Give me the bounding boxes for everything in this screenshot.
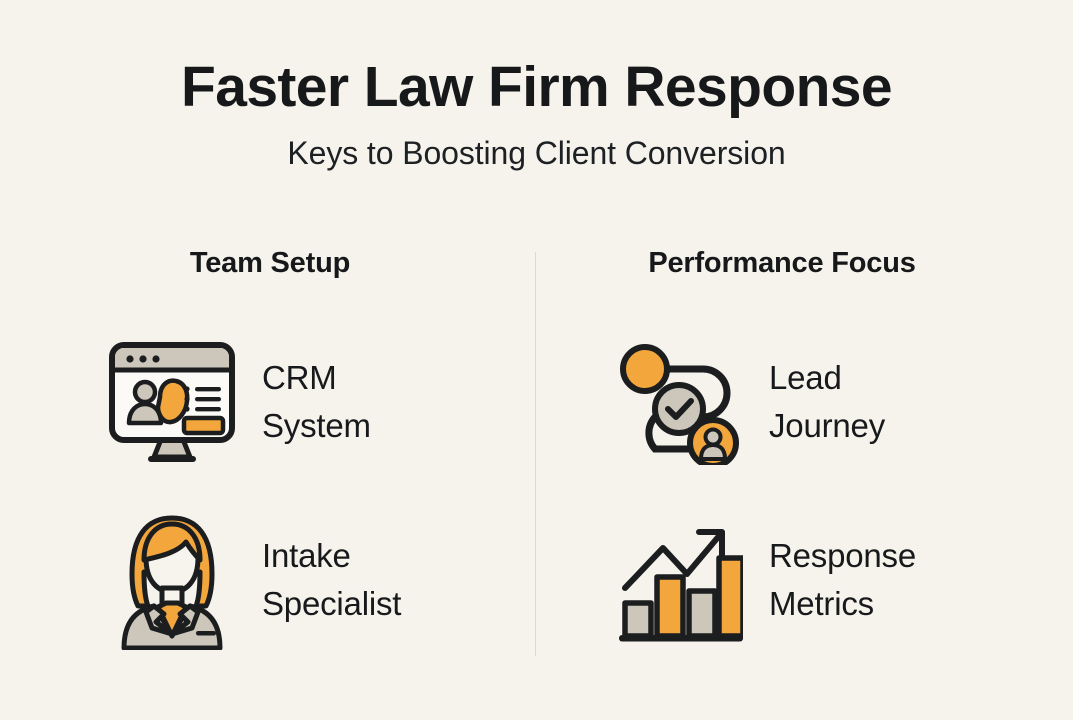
column-divider (535, 252, 536, 656)
column-items-performance-focus: Lead Journey (537, 332, 1037, 650)
item-label-response-metrics: Response Metrics (769, 536, 916, 622)
item-response-metrics: Response Metrics (615, 510, 1037, 650)
column-heading-team-setup: Team Setup (189, 247, 351, 279)
crm-monitor-icon (108, 336, 236, 468)
item-label-lead-journey: Lead Journey (769, 358, 886, 444)
item-label-intake-specialist: Intake Specialist (262, 536, 402, 622)
intake-specialist-person-icon (108, 514, 236, 650)
response-metrics-bar-chart-icon (615, 514, 743, 646)
page-subtitle: Keys to Boosting Client Conversion (287, 134, 786, 171)
header: Faster Law Firm Response Keys to Boostin… (0, 55, 1073, 171)
item-intake-specialist: Intake Specialist (108, 510, 536, 650)
item-crm-system: CRM System (108, 332, 536, 472)
lead-journey-path-icon (615, 336, 743, 468)
column-heading-performance-focus: Performance Focus (648, 247, 916, 279)
column-team-setup: Team Setup (36, 247, 536, 650)
column-performance-focus: Performance Focus (537, 247, 1037, 650)
column-items-team-setup: CRM System (36, 332, 536, 650)
columns-area: Team Setup (0, 247, 1073, 660)
item-label-crm-system: CRM System (262, 358, 371, 444)
page-title: Faster Law Firm Response (181, 55, 893, 119)
item-lead-journey: Lead Journey (615, 332, 1037, 472)
